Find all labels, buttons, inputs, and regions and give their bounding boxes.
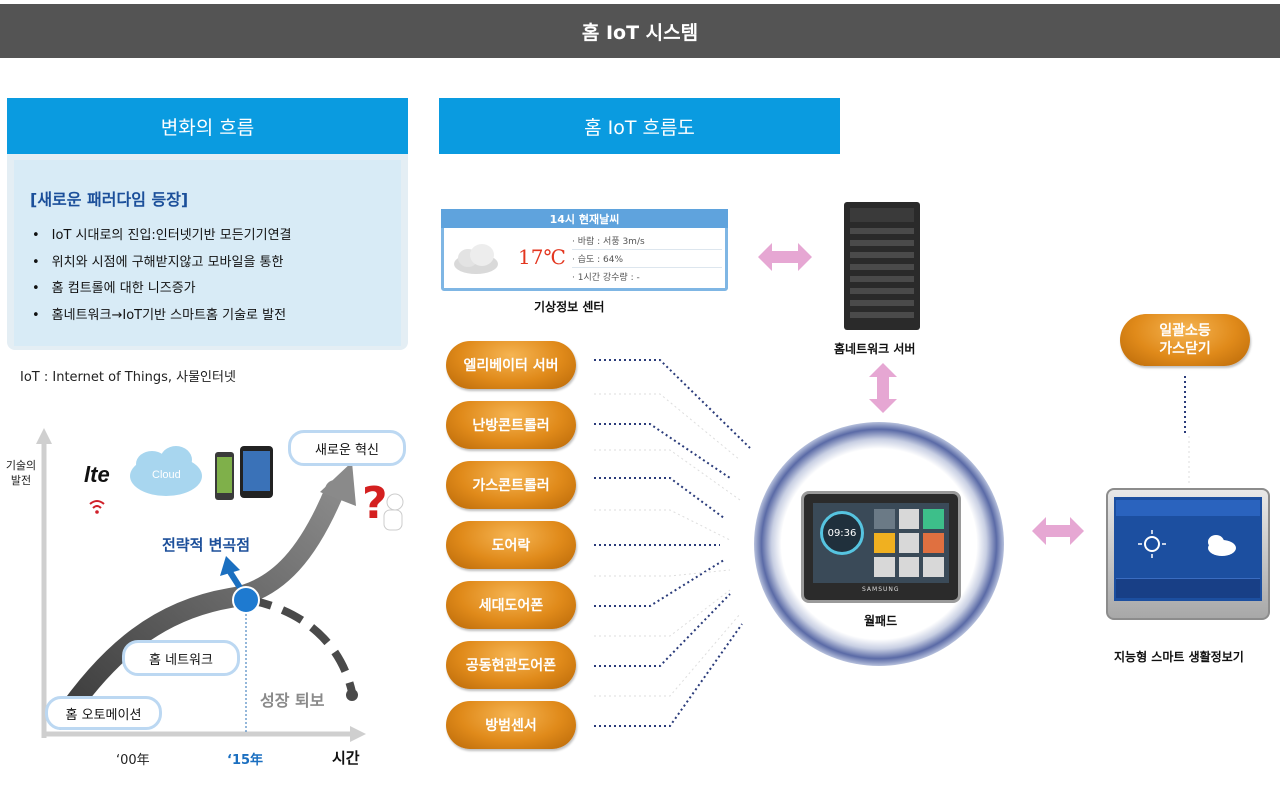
wallpad-smart-arrow — [1032, 517, 1084, 545]
decline-label: 성장 퇴보 — [260, 691, 325, 710]
server-wallpad-arrow — [869, 363, 897, 413]
weather-temperature: 17℃ — [518, 245, 566, 269]
weather-divider — [572, 267, 722, 268]
section-title-flow: 홈 IoT 흐름도 — [439, 98, 840, 154]
wallpad-app-grid — [874, 509, 944, 577]
device-elevator: 엘리베이터 서버 — [446, 341, 576, 389]
wifi-icon — [89, 500, 105, 514]
weather-header: 14시 현재날씨 — [441, 209, 728, 228]
bullet-item: 홈네트워크→IoT기반 스마트홈 기술로 발전 — [30, 306, 292, 333]
bubble-connector — [1184, 376, 1190, 484]
app-tile — [898, 557, 920, 577]
wallpad-clock: 09:36 — [820, 511, 864, 555]
y-axis-label: 기술의 발전 — [5, 459, 37, 487]
decline-curve — [249, 596, 356, 693]
device-gas: 가스콘트롤러 — [446, 461, 576, 509]
paradigm-bullets: IoT 시대로의 진입:인터넷기반 모든기기연결 위치와 시점에 구해받지않고 … — [30, 226, 292, 332]
device-connectors — [594, 359, 751, 727]
app-tile — [923, 557, 944, 577]
paradigm-title: [새로운 패러다임 등장] — [30, 190, 189, 209]
app-tile — [923, 533, 944, 553]
tick-15: ‘15年 — [227, 753, 264, 768]
weather-server-arrow — [758, 243, 812, 271]
server-icon — [844, 202, 920, 330]
device-doorlock: 도어락 — [446, 521, 576, 569]
server-label: 홈네트워크 서버 — [834, 342, 916, 356]
weather-center-label: 기상정보 센터 — [534, 300, 605, 314]
wallpad-label: 월패드 — [864, 614, 898, 628]
stage-new-innovation: 새로운 혁신 — [288, 430, 406, 466]
cloud-weather-icon — [454, 244, 498, 274]
app-tile — [898, 533, 920, 553]
smart-info-topbar — [1116, 500, 1260, 516]
page-title: 홈 IoT 시스템 — [0, 4, 1280, 58]
growth-curve — [52, 480, 345, 730]
x-axis-label: 시간 — [332, 749, 360, 767]
x-axis-arrow — [350, 726, 366, 742]
app-tile — [874, 533, 895, 553]
weather-sun-cloud-icon — [1138, 530, 1236, 558]
growth-curve-illustration: lte Cloud ? — [36, 428, 404, 742]
bullet-item: 홈 컴트롤에 대한 니즈증가 — [30, 279, 292, 306]
section-title-trend: 변화의 흐름 — [7, 98, 408, 154]
y-axis-arrow — [36, 428, 52, 444]
stage-home-automation: 홈 오토메이션 — [45, 696, 162, 730]
weather-humidity: · 습도 : 64% — [572, 255, 624, 265]
weather-rain: · 1시간 강수량 : - — [572, 273, 640, 283]
app-tile — [874, 557, 895, 577]
device-heating: 난방콘트롤러 — [446, 401, 576, 449]
wallpad-brand: SAMSUNG — [862, 586, 900, 593]
weather-wind: · 바람 : 서풍 3m/s — [572, 237, 645, 247]
all-off-gas-close-bubble: 일괄소등 가스닫기 — [1120, 314, 1250, 366]
stage-home-network: 홈 네트워크 — [122, 640, 240, 676]
device-door-phone: 세대도어폰 — [446, 581, 576, 629]
svg-text:Cloud: Cloud — [152, 469, 181, 481]
app-tile — [923, 509, 944, 529]
inflection-label: 전략적 변곡점 — [162, 536, 251, 554]
bullet-item: 위치와 시점에 구해받지않고 모바일을 통한 — [30, 253, 292, 280]
decline-end-dot — [346, 689, 358, 701]
smartphone-icon — [215, 446, 273, 500]
weather-divider — [572, 249, 722, 250]
lte-icon: lte — [84, 462, 110, 487]
app-tile — [874, 509, 895, 529]
bullet-item: IoT 시대로의 진입:인터넷기반 모든기기연결 — [30, 226, 292, 253]
inflection-point — [232, 586, 260, 614]
growth-arrowhead — [320, 462, 356, 506]
inflection-arrowhead — [220, 556, 240, 576]
smart-info-bottom-menu — [1116, 578, 1260, 598]
iot-definition: IoT : Internet of Things, 사물인터넷 — [20, 370, 236, 385]
device-security-sensor: 방범센서 — [446, 701, 576, 749]
cloud-icon: Cloud — [130, 446, 202, 496]
smart-info-label: 지능형 스마트 생활정보기 — [1114, 650, 1244, 664]
tick-00: ‘00年 — [116, 753, 150, 768]
question-person-icon: ? — [362, 478, 404, 531]
app-tile — [898, 509, 920, 529]
device-lobby-phone: 공동현관도어폰 — [446, 641, 576, 689]
svg-text:?: ? — [362, 478, 388, 529]
